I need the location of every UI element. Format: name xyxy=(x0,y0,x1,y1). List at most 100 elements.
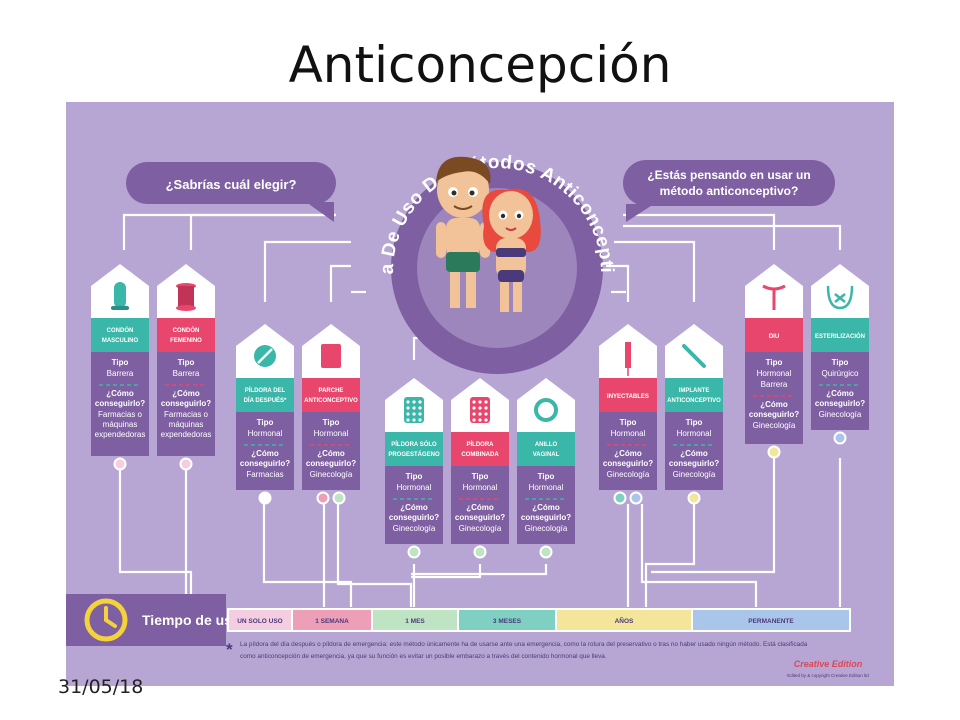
card-duration-dot xyxy=(179,457,193,471)
card-name-line-1: CONDÓN xyxy=(173,326,200,334)
pill-pack-icon xyxy=(470,397,490,423)
card-how-label-1: ¿Cómo xyxy=(251,449,279,458)
method-card-9: IMPLANTEANTICONCEPTIVOTipoHormonal¿Cómoc… xyxy=(665,324,723,505)
slide-title: Anticoncepción xyxy=(288,36,672,94)
timeline: Tiempo de uso UN SOLO USO 1 SEMANA 1 MES 3 … xyxy=(66,594,851,646)
timeline-segment-label: UN SOLO USO xyxy=(237,618,283,625)
card-where-1: Ginecología xyxy=(753,421,796,430)
girl-character-icon xyxy=(482,188,541,312)
card-body xyxy=(745,352,803,444)
card-how-label-2: conseguirlo? xyxy=(603,459,653,468)
card-name-line-1: INYECTABLES xyxy=(607,394,649,400)
card-name-line-2: COMBINADA xyxy=(461,452,499,458)
card-name-line-1: DIU xyxy=(769,334,779,340)
card-name-line-1: ESTERILIZACIÓN xyxy=(815,332,865,340)
card-name-line-2: DÍA DESPUÉS* xyxy=(244,396,287,404)
card-tipo-value: Hormonal xyxy=(529,483,564,492)
card-tipo-value: Hormonal xyxy=(611,429,646,438)
card-body xyxy=(236,412,294,490)
timeline-label: Tiempo de uso xyxy=(142,612,241,628)
timeline-segment-label: 1 MES xyxy=(405,618,425,625)
card-tipo-value: Hormonal xyxy=(314,429,349,438)
sterilization-icon xyxy=(826,285,854,310)
card-how-label-1: ¿Cómo xyxy=(172,389,200,398)
method-card-7: ANILLOVAGINALTipoHormonal¿Cómoconseguirl… xyxy=(517,378,575,559)
card-tipo-value: Hormonal xyxy=(397,483,432,492)
card-how-label-1: ¿Cómo xyxy=(760,400,788,409)
card-name-line-2: ANTICONCEPTIVO xyxy=(667,398,721,404)
card-body xyxy=(451,466,509,544)
card-name-line-1: PÍLDORA SÓLO xyxy=(391,440,437,448)
card-tipo-label: Tipo xyxy=(323,418,340,427)
card-duration-dot xyxy=(258,491,272,505)
syringe-icon xyxy=(625,342,631,376)
card-how-label-1: ¿Cómo xyxy=(680,449,708,458)
patch-icon xyxy=(321,344,341,368)
card-where-1: Farmacias o xyxy=(164,410,209,419)
card-tipo-value: Barrera xyxy=(107,369,134,378)
card-name-line-2: ANTICONCEPTIVO xyxy=(304,398,358,404)
card-duration-dot xyxy=(687,491,701,505)
timeline-segment-label: 3 MESES xyxy=(493,618,522,625)
timeline-segment xyxy=(691,608,851,632)
footnote-line-2: como anticoncepción de emergencia, ya qu… xyxy=(240,653,607,660)
card-header xyxy=(517,378,575,432)
card-header xyxy=(665,324,723,378)
clock-icon xyxy=(84,598,128,642)
slide-date: 31/05/18 xyxy=(58,676,144,698)
card-where-1: Ginecología xyxy=(673,470,716,479)
card-name-band xyxy=(811,318,869,352)
card-body xyxy=(157,352,215,456)
card-duration-dot xyxy=(332,491,346,505)
timeline-segment-label: AÑOS xyxy=(615,616,634,625)
card-how-label-2: conseguirlo? xyxy=(815,399,865,408)
card-body xyxy=(91,352,149,456)
card-name-band xyxy=(236,378,294,412)
card-how-label-2: conseguirlo? xyxy=(749,410,799,419)
card-how-label-2: conseguirlo? xyxy=(455,513,505,522)
card-name-band xyxy=(385,432,443,466)
card-name-band xyxy=(157,318,215,352)
card-body xyxy=(811,352,869,430)
male-condom-icon xyxy=(111,282,129,310)
card-body xyxy=(599,412,657,490)
female-condom-icon xyxy=(176,283,196,311)
iud-icon xyxy=(762,284,786,310)
card-duration-dot xyxy=(113,457,127,471)
card-name-band xyxy=(745,318,803,352)
pill-icon xyxy=(254,345,276,367)
method-card-2: CONDÓNFEMENINOTipoBarrera¿Cómoconseguirl… xyxy=(157,264,215,471)
bubble-right: ¿Estás pensando en usar un método antico… xyxy=(623,160,835,222)
brand-logo: Creative Edition xyxy=(794,659,863,669)
card-where-3: expendedoras xyxy=(161,430,212,439)
card-tipo-label: Tipo xyxy=(686,418,703,427)
method-card-10: DIUTipoHormonalBarrera¿Cómoconseguirlo?G… xyxy=(745,264,803,459)
contraception-infographic: ¿Sabrías cuál elegir? ¿Estás pensando en… xyxy=(66,102,894,686)
method-card-1: CONDÓNMASCULINOTipoBarrera¿Cómoconseguir… xyxy=(91,264,149,471)
card-where-1: Ginecología xyxy=(459,524,502,533)
card-how-label-2: conseguirlo? xyxy=(669,459,719,468)
timeline-segment-label: 1 SEMANA xyxy=(315,618,349,625)
card-tipo-value: Barrera xyxy=(173,369,200,378)
method-card-5: PÍLDORA SÓLOPROGESTÁGENOTipoHormonal¿Cóm… xyxy=(385,378,443,559)
method-card-8: INYECTABLESTipoHormonal¿Cómoconseguirlo?… xyxy=(599,324,657,505)
method-cards: CONDÓNMASCULINOTipoBarrera¿Cómoconseguir… xyxy=(91,264,869,559)
card-how-label-1: ¿Cómo xyxy=(532,503,560,512)
card-where-1: Ginecología xyxy=(819,410,862,419)
bubble-right-text-1: ¿Estás pensando en usar un xyxy=(647,168,810,182)
card-tipo-label: Tipo xyxy=(112,358,129,367)
card-tipo-value: Quirúrgico xyxy=(822,369,859,378)
card-header xyxy=(811,264,869,318)
card-name-line-1: CONDÓN xyxy=(107,326,134,334)
card-how-label-1: ¿Cómo xyxy=(466,503,494,512)
card-body xyxy=(385,466,443,544)
card-duration-dot xyxy=(539,545,553,559)
card-name-band xyxy=(302,378,360,412)
card-tipo-label: Tipo xyxy=(538,472,555,481)
bubble-right-text-2: método anticonceptivo? xyxy=(660,184,799,198)
card-tipo-label: Tipo xyxy=(406,472,423,481)
method-card-4: PARCHEANTICONCEPTIVOTipoHormonal¿Cómocon… xyxy=(302,324,360,505)
card-name-line-2: VAGINAL xyxy=(533,452,560,458)
card-tipo-label: Tipo xyxy=(832,358,849,367)
